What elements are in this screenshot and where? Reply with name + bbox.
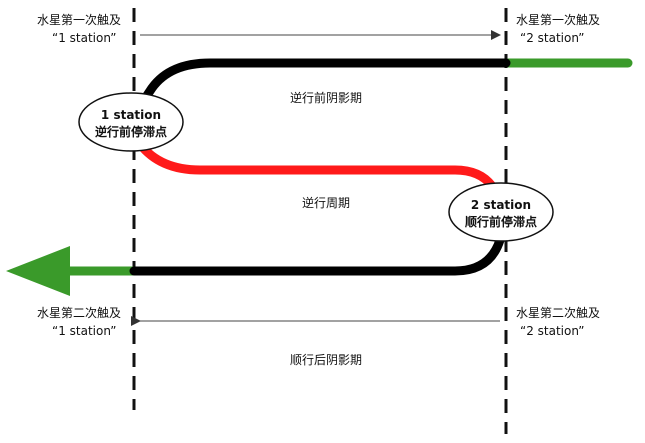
station-1-label: 1 station	[101, 108, 161, 122]
green-outgoing-arrowhead	[6, 246, 70, 296]
second-contact-2-line1: 水星第二次触及	[516, 306, 600, 320]
red-retrograde-path	[135, 139, 497, 191]
first-contact-1-line2: “1 station”	[52, 31, 117, 45]
station-1-node	[78, 92, 184, 152]
first-contact-2-line2: “2 station”	[520, 31, 585, 45]
second-contact-1-line1: 水星第二次触及	[37, 306, 121, 320]
station-2-sublabel: 顺行前停滞点	[465, 214, 537, 229]
second-contact-2-line2: “2 station”	[520, 324, 585, 338]
second-contact-1-line2: “1 station”	[52, 324, 117, 338]
black-post-shadow-path	[129, 235, 505, 276]
black-pre-shadow-path	[131, 58, 511, 117]
station-2-node	[448, 182, 554, 242]
station-1-sublabel: 逆行前停滞点	[95, 124, 167, 139]
first-contact-2-line1: 水星第一次触及	[516, 13, 600, 27]
pre-shadow-label: 逆行前阴影期	[290, 90, 362, 105]
post-shadow-label: 顺行后阴影期	[290, 353, 362, 367]
retrograde-period-label: 逆行周期	[302, 195, 350, 210]
first-contact-1-line1: 水星第一次触及	[37, 13, 121, 27]
station-2-label: 2 station	[471, 198, 531, 212]
